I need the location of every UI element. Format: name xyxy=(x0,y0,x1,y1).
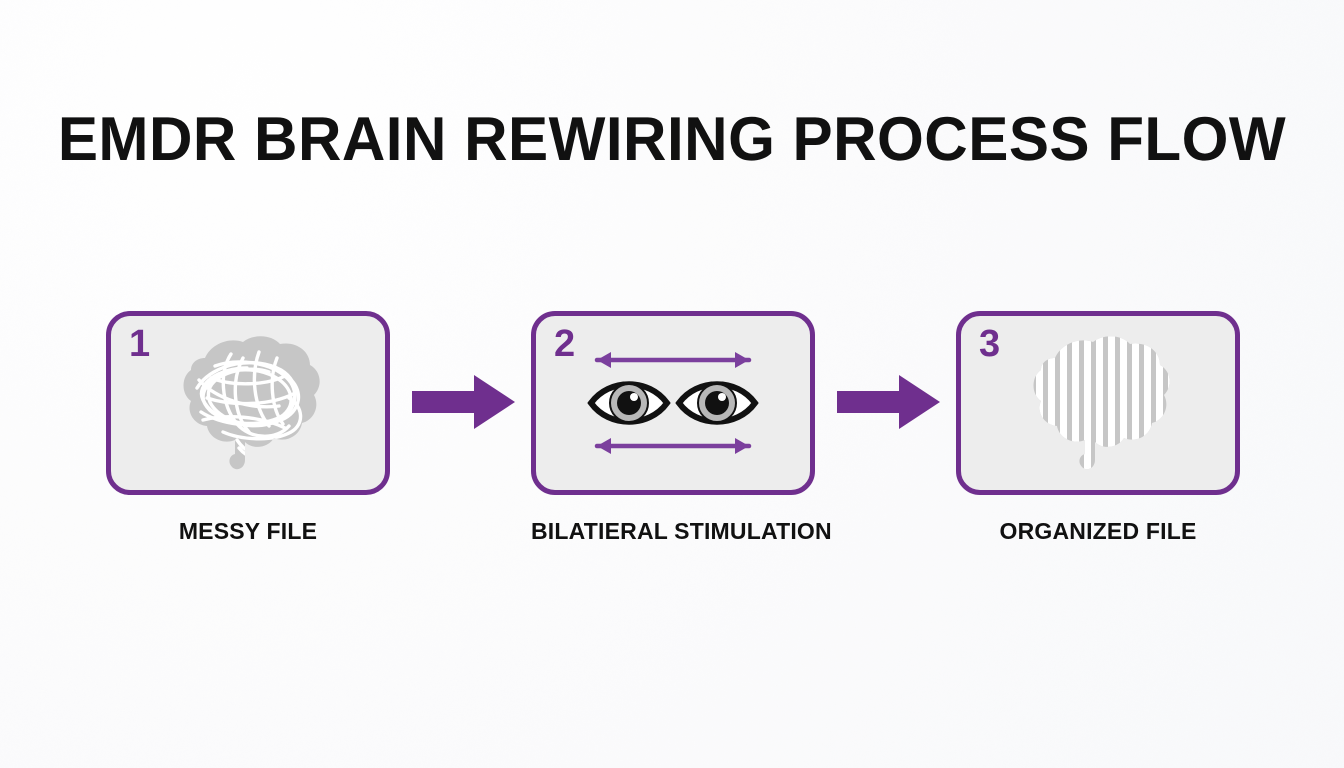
step-caption-3: ORGANIZED FILE xyxy=(999,518,1197,544)
step-card-2[interactable]: 2 xyxy=(531,311,815,495)
arrow-right-icon-1 xyxy=(412,373,515,431)
step-card-1[interactable]: 1 xyxy=(106,311,390,495)
tangled-brain-icon xyxy=(111,316,385,490)
arrow-right-icon-2 xyxy=(837,373,940,431)
step-number-3: 3 xyxy=(979,323,1001,365)
page-title: EMDR BRAIN REWIRING PROCESS FLOW xyxy=(57,105,1287,174)
step-number-1: 1 xyxy=(129,323,151,365)
step-caption-1: MESSY FILE xyxy=(178,518,318,544)
step-card-3[interactable]: 3 xyxy=(956,311,1240,495)
step-caption-2: BILATIERAL STIMULATION xyxy=(531,518,832,544)
process-flow: 1 xyxy=(106,311,1240,495)
striped-brain-icon xyxy=(961,316,1235,490)
step-number-2: 2 xyxy=(554,323,576,365)
eyes-bilateral-movement-icon xyxy=(536,316,810,490)
